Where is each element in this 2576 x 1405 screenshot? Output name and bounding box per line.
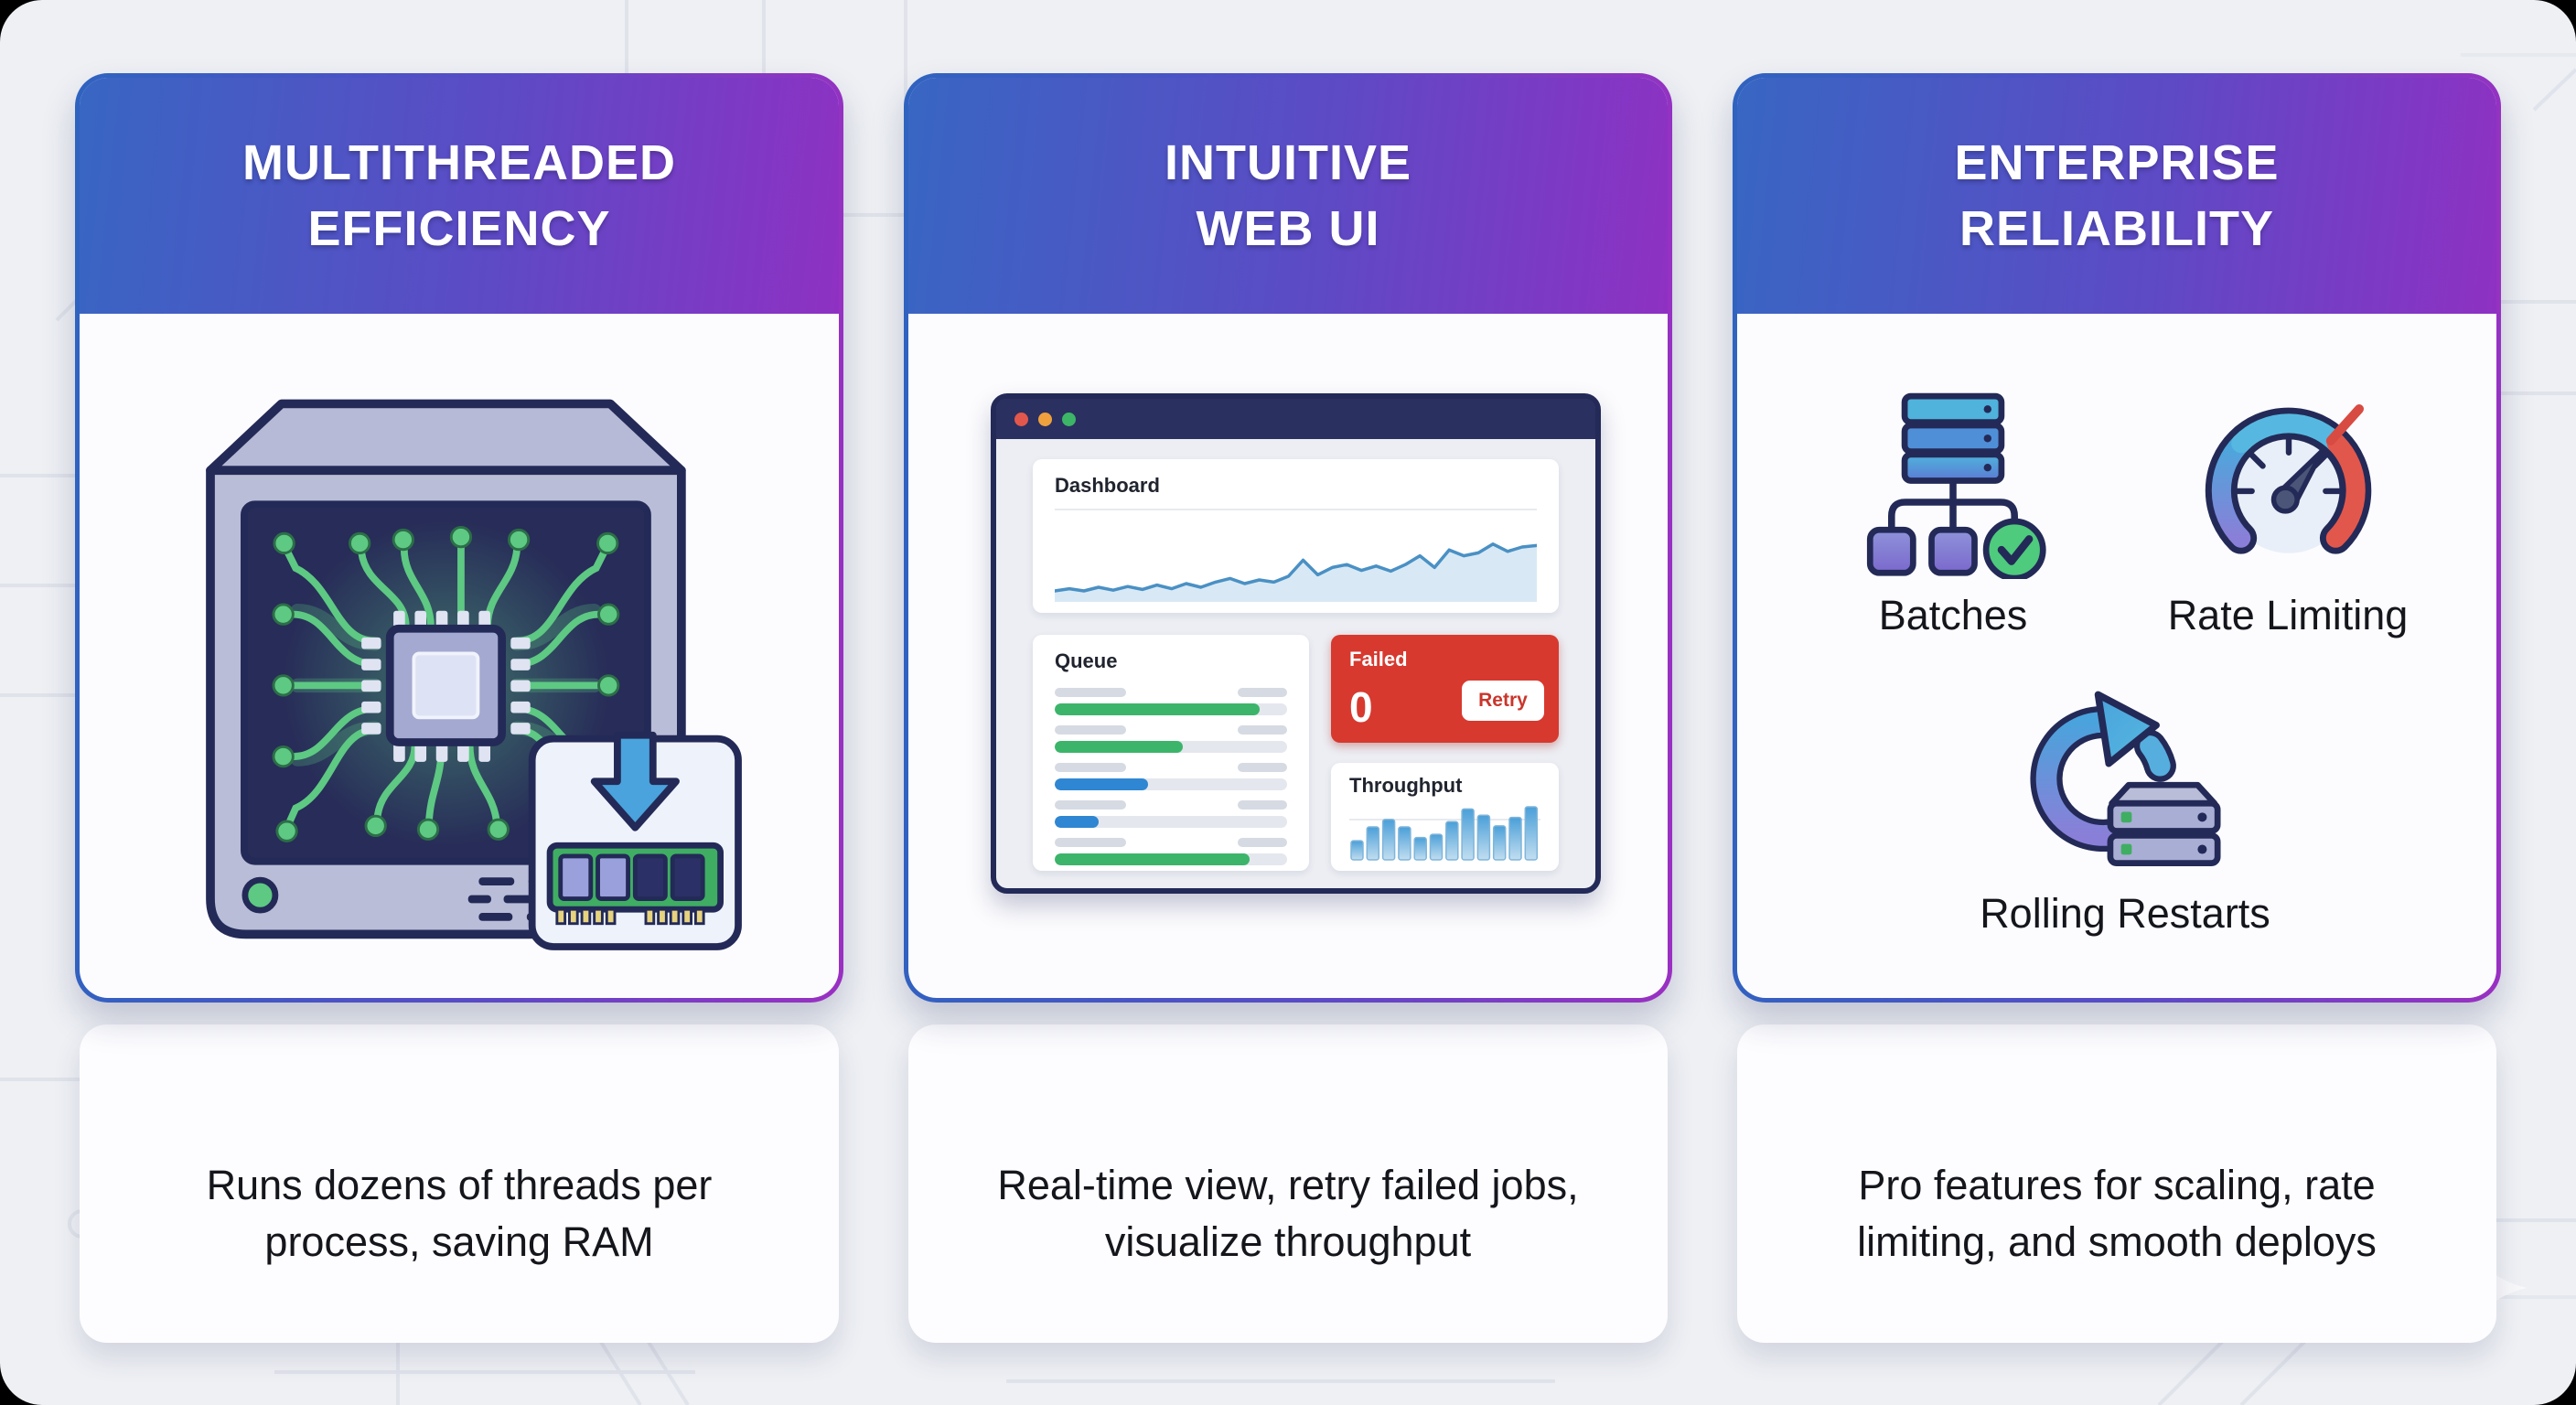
ram-badge bbox=[528, 731, 742, 950]
card3-description-panel: Pro features for scaling, rate limiting,… bbox=[1737, 1024, 2496, 1343]
queue-row bbox=[1055, 688, 1287, 715]
cpu-die bbox=[412, 651, 480, 720]
throughput-panel: Throughput bbox=[1331, 763, 1559, 871]
batches-tree-icon bbox=[1866, 392, 2046, 579]
card2-title-line1: INTUITIVE bbox=[1164, 135, 1411, 190]
throughput-label: Throughput bbox=[1349, 774, 1463, 797]
queue-row bbox=[1055, 763, 1287, 790]
traffic-light-orange-icon bbox=[1038, 412, 1052, 426]
card-multithreaded-efficiency: Runs dozens of threads per process, savi… bbox=[75, 73, 843, 1343]
queue-row bbox=[1055, 725, 1287, 753]
check-circle-icon bbox=[1982, 518, 2046, 579]
feature-label-rolling-restarts: Rolling Restarts bbox=[1980, 890, 2270, 937]
traffic-light-green-icon bbox=[1062, 412, 1076, 426]
download-arrow-icon bbox=[590, 731, 680, 831]
card2-header: INTUITIVE WEB UI bbox=[908, 78, 1668, 314]
card1-header: MULTITHREADED EFFICIENCY bbox=[80, 78, 839, 314]
cpu-pins bbox=[361, 610, 531, 762]
card-intuitive-web-ui: Real-time view, retry failed jobs, visua… bbox=[904, 73, 1672, 1343]
card1-description-panel: Runs dozens of threads per process, savi… bbox=[80, 1024, 839, 1343]
server-cpu-ram-illustration bbox=[206, 399, 742, 950]
feature-label-batches: Batches bbox=[1878, 592, 2028, 638]
card2-description-panel: Real-time view, retry failed jobs, visua… bbox=[908, 1024, 1668, 1343]
queue-row bbox=[1055, 800, 1287, 828]
card1-top: MULTITHREADED EFFICIENCY bbox=[75, 73, 843, 1003]
ram-stick bbox=[546, 842, 724, 926]
throughput-bar-chart bbox=[1349, 806, 1540, 861]
card1-title-line1: MULTITHREADED bbox=[242, 135, 676, 190]
server-top-face bbox=[206, 399, 686, 476]
queue-row bbox=[1055, 838, 1287, 865]
gauge-red-pointer bbox=[2325, 404, 2365, 445]
dashboard-line-chart bbox=[1055, 542, 1537, 602]
queue-panel: Queue bbox=[1033, 635, 1309, 871]
rolling-restart-icon bbox=[2030, 691, 2221, 866]
retry-button[interactable]: Retry bbox=[1462, 681, 1544, 721]
failed-label: Failed bbox=[1349, 648, 1408, 670]
rate-limit-gauge-icon bbox=[2205, 404, 2372, 554]
dashboard-panel: Dashboard bbox=[1033, 459, 1559, 613]
card1-title-line2: EFFICIENCY bbox=[307, 201, 611, 256]
card3-title-line2: RELIABILITY bbox=[1959, 201, 2274, 256]
dashboard-label: Dashboard bbox=[1055, 474, 1160, 497]
card3-top: ENTERPRISE RELIABILITY bbox=[1733, 73, 2501, 1003]
queue-label: Queue bbox=[1055, 649, 1118, 672]
card3-header: ENTERPRISE RELIABILITY bbox=[1737, 78, 2496, 314]
browser-titlebar bbox=[996, 399, 1595, 439]
failed-panel: Failed 0 Retry bbox=[1331, 635, 1559, 743]
traffic-light-red-icon bbox=[1014, 412, 1028, 426]
browser-window-mockup: Dashboard Queue bbox=[991, 393, 1601, 894]
card2-top: INTUITIVE WEB UI Dashboard bbox=[904, 73, 1672, 1003]
card2-description: Real-time view, retry failed jobs, visua… bbox=[997, 1162, 1579, 1265]
card1-description: Runs dozens of threads per process, savi… bbox=[206, 1162, 713, 1265]
card3-description: Pro features for scaling, rate limiting,… bbox=[1857, 1162, 2377, 1265]
card-enterprise-reliability: Pro features for scaling, rate limiting,… bbox=[1733, 73, 2501, 1343]
card3-title-line1: ENTERPRISE bbox=[1954, 135, 2280, 190]
failed-count: 0 bbox=[1349, 683, 1373, 731]
mini-server-stack bbox=[2107, 781, 2221, 866]
card2-title-line2: WEB UI bbox=[1196, 201, 1380, 256]
restart-arrowhead bbox=[2094, 691, 2160, 767]
power-led bbox=[242, 876, 279, 914]
feature-label-rate-limiting: Rate Limiting bbox=[2167, 592, 2409, 638]
